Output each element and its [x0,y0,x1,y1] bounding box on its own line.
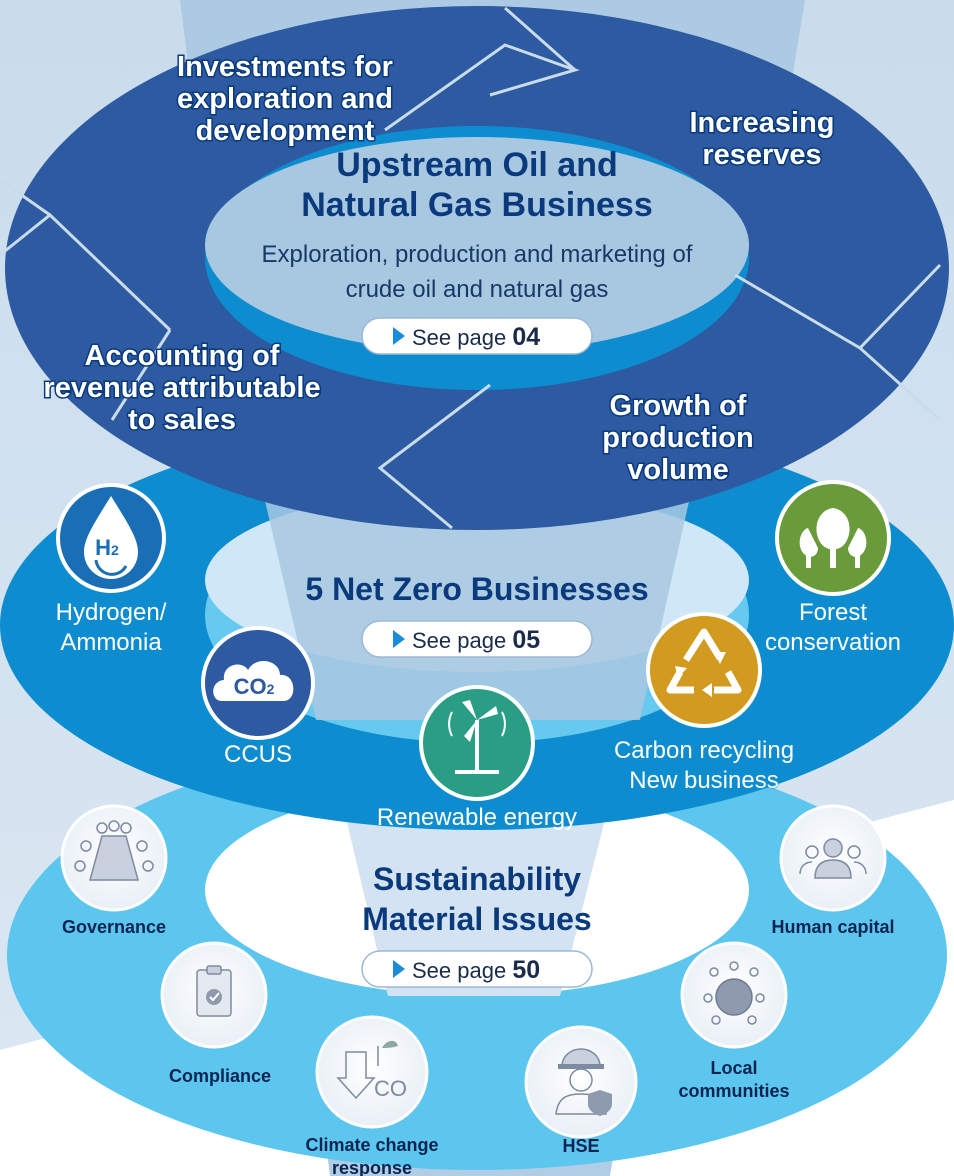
climate-label-2: response [332,1158,412,1176]
see-page-number: 04 [512,323,540,351]
local-communities-icon [680,941,788,1049]
recycle-icon [646,612,762,728]
see-page-label: See page [412,958,506,983]
cycle-reserves-1: Increasing [689,107,834,139]
sustainability-title-1: Sustainability [373,861,581,897]
cycle-investments-1: Investments for [177,51,393,83]
local-label-1: Local [710,1058,757,1078]
svg-text:See page 04: See page 04 [412,323,540,351]
compliance-label: Compliance [169,1066,271,1086]
upstream-title-2: Natural Gas Business [301,186,652,224]
sustainability-funnel [338,784,614,996]
climate-label-1: Climate change [305,1135,438,1155]
sustainability-see-page-button[interactable]: See page 50 [361,950,593,988]
netzero-funnel [262,488,692,720]
svg-text:See page 50: See page 50 [412,956,540,984]
see-page-label: See page [412,628,506,653]
cycle-arrows [0,6,942,530]
cycle-accounting-3: to sales [128,404,236,436]
see-page-number: 05 [512,626,540,654]
see-page-number: 50 [512,956,540,984]
ccus-label: CCUS [224,741,292,768]
recycling-label-2: New business [629,767,778,794]
hse-worker-icon [524,1025,638,1139]
cycle-investments-3: development [196,115,375,147]
cycle-reserves-2: reserves [702,139,821,171]
governance-label: Governance [62,917,166,937]
forest-label-1: Forest [799,599,867,626]
forest-label-2: conservation [765,629,901,656]
upstream-inner-light [205,137,749,353]
cycle-investments-2: exploration and [177,83,393,115]
svg-text:H2: H2 [95,535,119,560]
governance-icon [60,804,168,912]
upstream-title-1: Upstream Oil and [336,146,618,184]
recycling-label-1: Carbon recycling [614,737,794,764]
ccus-icon: CO2 [201,626,315,740]
upstream-see-page-button[interactable]: See page 04 [361,317,593,355]
human-capital-label: Human capital [771,917,894,937]
play-icon [393,327,405,345]
svg-text:CO: CO [374,1076,407,1101]
cycle-accounting-1: Accounting of [85,340,280,372]
renewable-label: Renewable energy [377,804,577,831]
play-icon [393,630,405,648]
cycle-accounting-2: revenue attributable [43,372,320,404]
tree-icon [775,480,891,596]
human-capital-icon [779,804,887,912]
sustainability-title-2: Material Issues [362,901,591,937]
compliance-icon [160,941,268,1049]
climate-co2-icon: CO [315,1015,429,1129]
hydrogen-label-1: Hydrogen/ [56,599,167,626]
upstream-desc-2: crude oil and natural gas [346,276,609,303]
see-page-label: See page [412,325,506,350]
cycle-growth-1: Growth of [610,390,747,422]
wind-turbine-icon [419,685,535,801]
play-icon [393,960,405,978]
netzero-see-page-button[interactable]: See page 05 [361,620,593,658]
local-label-2: communities [678,1081,789,1101]
upstream-desc-1: Exploration, production and marketing of [262,241,693,268]
hydrogen-label-2: Ammonia [60,629,162,656]
netzero-title: 5 Net Zero Businesses [305,571,648,607]
cycle-growth-3: volume [627,454,729,486]
hse-label: HSE [562,1136,599,1156]
svg-text:CO2: CO2 [234,674,275,699]
cycle-growth-2: production [602,422,753,454]
svg-text:See page 05: See page 05 [412,626,540,654]
hydrogen-icon: H2 [56,483,166,593]
